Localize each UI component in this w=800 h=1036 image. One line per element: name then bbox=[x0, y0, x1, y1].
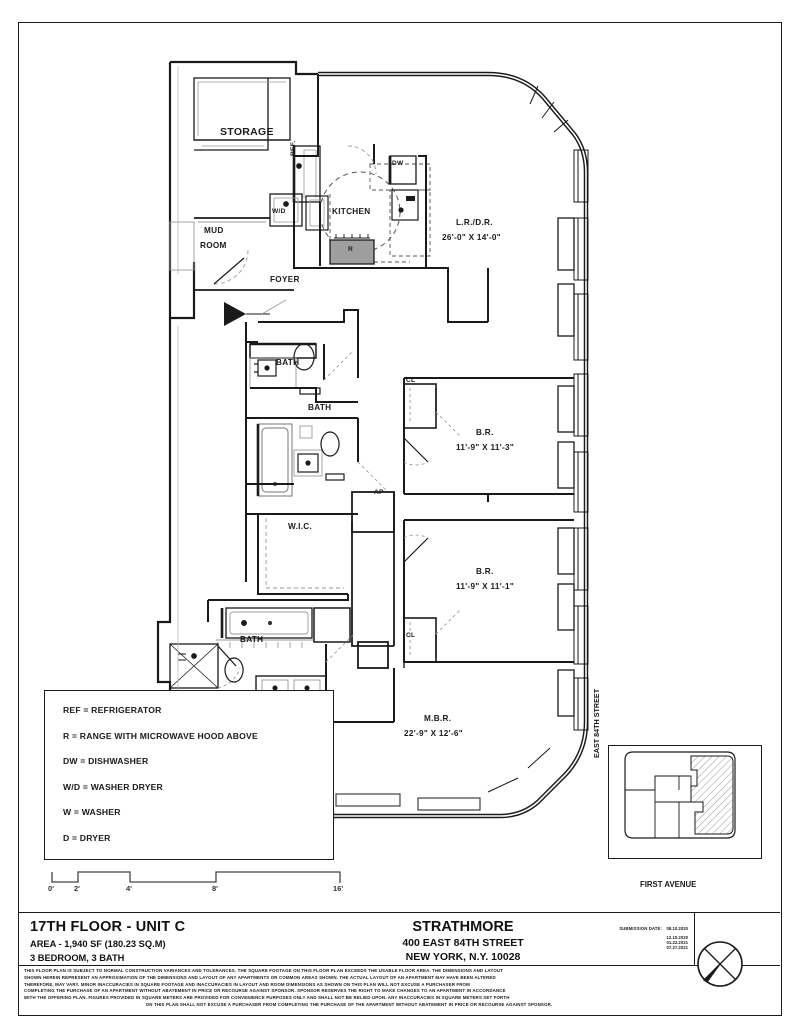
room-label-br1-name: B.R. bbox=[476, 428, 494, 437]
legend-item: R = RANGE WITH MICROWAVE HOOD ABOVE bbox=[63, 730, 258, 741]
scale-bar: 0' 2' 4' 8' 16' bbox=[30, 866, 360, 900]
room-label-lrdr-name: L.R./D.R. bbox=[456, 218, 493, 227]
key-map-graphic bbox=[624, 751, 736, 839]
room-label-bath-2: BATH bbox=[308, 403, 332, 412]
disclaimer-line: ON THIS PLAN SHALL NOT EXCUSE A PURCHASE… bbox=[145, 1002, 553, 1008]
appliance-label-range: R bbox=[348, 246, 354, 253]
key-map bbox=[608, 745, 762, 859]
submission-date: 12.10.2020 bbox=[666, 935, 688, 940]
room-label-foyer: FOYER bbox=[270, 275, 300, 284]
disclaimer-line: SHOWN HEREIN REPRESENT AN APPROXIMATION … bbox=[24, 974, 496, 980]
appliance-label-dw: DW bbox=[392, 160, 404, 167]
submission-date: 01.22.2021 bbox=[666, 940, 688, 945]
room-label-br2-name: B.R. bbox=[476, 567, 494, 576]
building-city: NEW YORK, N.Y. 10028 bbox=[405, 951, 521, 963]
room-label-mud-1: MUD bbox=[204, 226, 224, 235]
title-block-divider bbox=[18, 965, 780, 966]
room-label-lrdr-dim: 26'-0" X 14'-0" bbox=[442, 233, 501, 242]
scale-bar-graphic bbox=[51, 871, 341, 883]
title-block: 17TH FLOOR - UNIT C AREA - 1,940 SF (180… bbox=[18, 912, 780, 1015]
scale-tick-2: 4' bbox=[126, 884, 132, 893]
sheet-border bbox=[18, 22, 782, 1016]
submission-dates-block: SUBMISSION DATE: 08.10.2020 12.10.2020 0… bbox=[596, 917, 688, 950]
sheet-title: 17TH FLOOR - UNIT C bbox=[30, 919, 186, 935]
disclaimer-line: THEREFORE, MAY VARY. MINOR INACCURACIES … bbox=[24, 981, 470, 987]
room-label-bath-1: BATH bbox=[276, 358, 300, 367]
legend-item: REF = REFRIGERATOR bbox=[63, 705, 162, 715]
appliance-label-wd: W/D bbox=[272, 208, 286, 215]
room-label-bath-3: BATH bbox=[240, 635, 264, 644]
disclaimer-line: COMPLETING THE PURCHASE OF AN APARTMENT … bbox=[24, 988, 506, 994]
legend-item: W = WASHER bbox=[63, 807, 121, 817]
title-block-left: 17TH FLOOR - UNIT C AREA - 1,940 SF (180… bbox=[30, 919, 185, 963]
scale-tick-0: 0' bbox=[48, 884, 54, 893]
key-map-street-label: EAST 84TH STREET bbox=[592, 688, 601, 758]
room-label-wic: W.I.C. bbox=[288, 522, 313, 531]
disclaimer-text: THIS FLOOR PLAN IS SUBJECT TO NORMAL CON… bbox=[24, 968, 674, 1009]
room-label-mbr-dim: 22'-9" X 12'-6" bbox=[404, 729, 463, 738]
beds-baths-text: 3 BEDROOM, 3 BATH bbox=[30, 953, 125, 963]
north-arrow-icon bbox=[692, 936, 748, 992]
closet-label-cl-2: CL bbox=[406, 632, 416, 639]
disclaimer-line: THIS FLOOR PLAN IS SUBJECT TO NORMAL CON… bbox=[24, 968, 504, 973]
key-map-avenue-label: FIRST AVENUE bbox=[640, 880, 697, 889]
legend-list: REF = REFRIGERATOR R = RANGE WITH MICROW… bbox=[45, 691, 333, 843]
submission-label: SUBMISSION DATE: bbox=[619, 926, 663, 931]
legend-item: W/D = WASHER DRYER bbox=[63, 781, 163, 792]
building-name: STRATHMORE bbox=[412, 919, 514, 935]
closet-label-ap: AP bbox=[374, 489, 384, 496]
legend-item: D = DRYER bbox=[63, 832, 111, 843]
appliance-label-ref: REF. bbox=[290, 140, 297, 157]
scale-tick-1: 2' bbox=[74, 884, 80, 893]
area-text: AREA - 1,940 SF (180.23 SQ.M) bbox=[30, 939, 166, 949]
title-block-center: STRATHMORE 400 EAST 84TH STREET NEW YORK… bbox=[348, 919, 578, 963]
room-label-kitchen: KITCHEN bbox=[332, 207, 371, 216]
legend-item: DW = DISHWASHER bbox=[63, 756, 149, 766]
room-label-storage: STORAGE bbox=[220, 126, 274, 138]
scale-tick-3: 8' bbox=[212, 884, 218, 893]
legend-box: REF = REFRIGERATOR R = RANGE WITH MICROW… bbox=[44, 690, 334, 860]
room-label-mud-2: ROOM bbox=[200, 241, 227, 250]
disclaimer-line: WITH THE OFFERING PLAN. FIGURES PROVIDED… bbox=[24, 995, 510, 1001]
submission-date: 07.27.2021 bbox=[666, 945, 688, 950]
room-label-br2-dim: 11'-9" X 11'-1" bbox=[456, 582, 515, 591]
room-label-br1-dim: 11'-9" X 11'-3" bbox=[456, 443, 515, 452]
building-address: 400 EAST 84TH STREET bbox=[402, 937, 524, 949]
submission-date: 08.10.2020 bbox=[666, 926, 688, 931]
closet-label-cl-1: CL bbox=[406, 377, 416, 384]
room-label-mbr-name: M.B.R. bbox=[424, 714, 452, 723]
scale-tick-4: 16' bbox=[333, 884, 344, 893]
title-block-vertical-divider bbox=[694, 913, 695, 965]
